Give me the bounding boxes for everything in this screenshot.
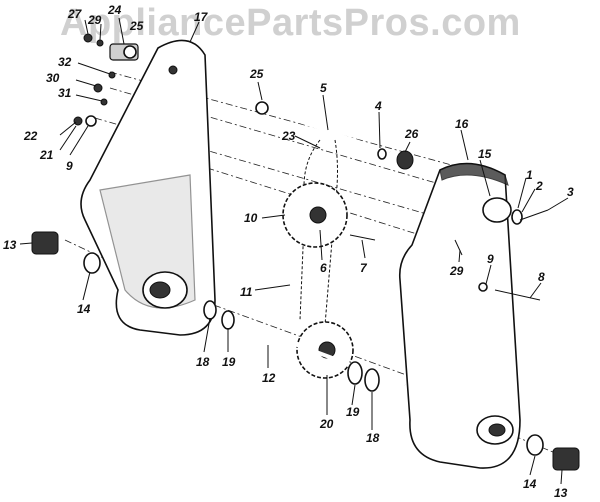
callout-29: 29	[87, 13, 102, 27]
leader-lines	[19, 17, 569, 485]
callout-27: 27	[67, 7, 83, 21]
callout-16: 16	[455, 117, 469, 131]
callout-15: 15	[478, 147, 492, 161]
callout-19-right: 19	[346, 405, 360, 419]
callout-18-left: 18	[196, 355, 210, 369]
callout-25: 25	[129, 19, 144, 33]
callout-24: 24	[107, 3, 122, 17]
callout-19-left: 19	[222, 355, 236, 369]
callout-20: 20	[319, 417, 334, 431]
callout-9-right: 9	[487, 252, 494, 266]
callout-23: 23	[281, 129, 296, 143]
callout-8: 8	[538, 270, 545, 284]
callout-9-left: 9	[66, 159, 73, 173]
callout-3: 3	[567, 185, 574, 199]
lower-shaft	[203, 300, 406, 392]
callout-22: 22	[23, 129, 38, 143]
callout-14-left: 14	[77, 302, 91, 316]
callout-32: 32	[58, 55, 72, 69]
end-caps	[31, 209, 580, 471]
callout-5: 5	[320, 81, 327, 95]
right-chain-case	[398, 162, 521, 469]
callout-7: 7	[360, 261, 368, 275]
callout-10: 10	[244, 211, 258, 225]
callout-6: 6	[320, 261, 327, 275]
callout-25-upper: 25	[249, 67, 264, 81]
chain-and-sprockets	[282, 139, 376, 379]
left-chain-case	[80, 39, 216, 336]
callout-30: 30	[46, 71, 60, 85]
callout-13-left: 13	[3, 238, 17, 252]
callout-18-right: 18	[366, 431, 380, 445]
upper-shaft	[255, 101, 414, 170]
watermark-text: AppliancePartsPros.com	[60, 2, 521, 44]
callout-13-right: 13	[554, 486, 568, 500]
callout-11: 11	[240, 285, 253, 299]
callout-1: 1	[526, 168, 533, 182]
callout-31: 31	[58, 86, 72, 100]
callout-29-right: 29	[449, 264, 464, 278]
callout-21: 21	[39, 148, 54, 162]
callouts: 27 29 24 25 17 32 30 31 22 21 9 25 5 4 2…	[3, 3, 574, 500]
callout-14-right: 14	[523, 477, 537, 491]
callout-2: 2	[535, 179, 543, 193]
callout-4: 4	[374, 99, 382, 113]
callout-12: 12	[262, 371, 276, 385]
callout-26: 26	[404, 127, 419, 141]
callout-17: 17	[194, 10, 209, 24]
